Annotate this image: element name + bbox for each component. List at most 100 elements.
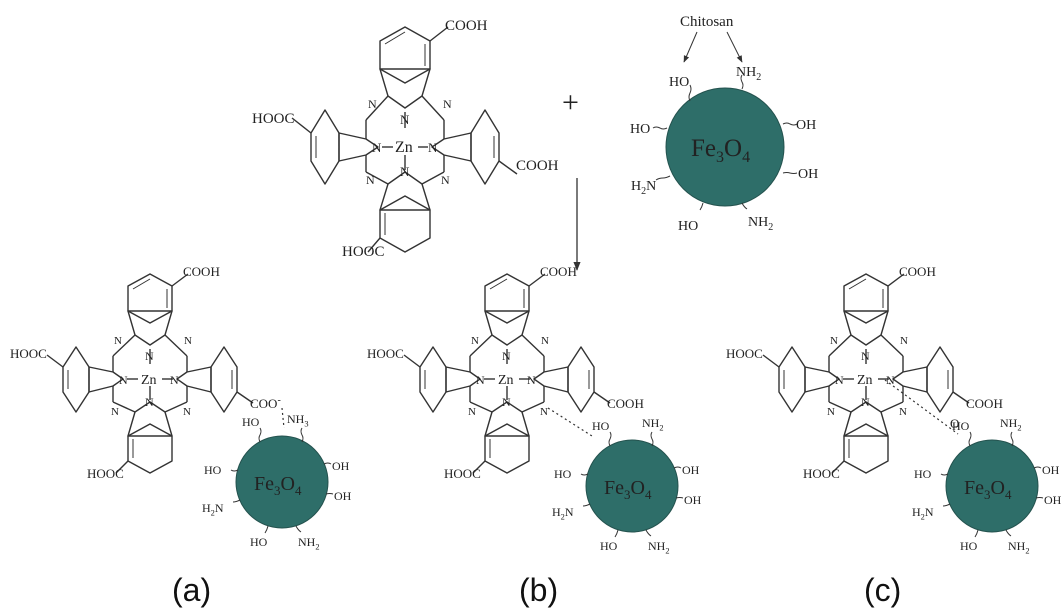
np-a-nh2-bottom: NH2	[298, 535, 320, 551]
plus-sign: +	[562, 86, 579, 119]
top-np-nh2-bottom: NH2	[748, 215, 773, 233]
top-pc-n-meso-br: N	[441, 173, 450, 187]
top-pc-pyrrole-bottom	[379, 171, 431, 211]
pc-b-cooh-top: COOH	[540, 264, 577, 279]
pc-b-n-cb: N	[502, 395, 511, 409]
pc-a-n-tl: N	[114, 335, 122, 347]
top-np-ho-top: HO	[669, 75, 689, 90]
pc-c-n-bl: N	[827, 406, 835, 418]
pc-c-n-tl: N	[830, 335, 838, 347]
pc-b-hooc-bottom: HOOC	[444, 466, 481, 481]
np-c-sphere	[945, 439, 1039, 533]
pc-b-n-tl: N	[471, 335, 479, 347]
pc-b-n-bl: N	[468, 406, 476, 418]
np-b-ho-bottom: HO	[600, 539, 618, 553]
pc-b-metal: Zn	[498, 373, 514, 388]
caption-b: (b)	[519, 572, 558, 608]
np-a-oh-right-lower: OH	[334, 489, 352, 503]
top-np-oh-right-lower: OH	[798, 167, 818, 182]
pc-a-metal: Zn	[141, 373, 157, 388]
top-fe3o4-sphere	[665, 87, 785, 207]
top-fe3o4-nanoparticle: Chitosan Fe3O4 HO NH2 HO OH H2N OH HO NH…	[630, 14, 818, 234]
chitosan-arrow-right	[726, 31, 743, 63]
pc-c-n-br: N	[899, 406, 907, 418]
top-pc-n-center-top: N	[400, 112, 410, 127]
np-b-nh2-bottom: NH2	[648, 539, 670, 555]
pc-a-cooh-top: COOH	[183, 264, 220, 279]
top-np-h2n-left: H2N	[631, 179, 656, 197]
pc-c-n-cb: N	[861, 395, 870, 409]
top-pc-pyrrole-right	[431, 132, 472, 162]
np-c-o-top: O	[950, 416, 959, 431]
pc-a-coo-minus: COO-	[250, 395, 281, 411]
top-pc-n-center-right: N	[428, 140, 438, 155]
pc-a-n-cb: N	[145, 395, 154, 409]
np-a-oh-right: OH	[332, 459, 350, 473]
pc-b-n-cl: N	[476, 373, 485, 387]
np-c-nh2-top: NH2	[1000, 416, 1022, 432]
pc-a-hooc-left: HOOC	[10, 346, 47, 361]
top-pc-pyrrole-left	[338, 132, 379, 162]
np-a-ho-top: HO	[242, 415, 260, 429]
np-c-nh2-bottom: NH2	[1008, 539, 1030, 555]
np-b-nh2-top: NH2	[642, 416, 664, 432]
np-c-oh-right-lower: OH	[1044, 493, 1062, 507]
pc-c-hooc-bottom: HOOC	[803, 466, 840, 481]
top-pc-cooh-bottom: HOOC	[342, 244, 385, 260]
top-fe3o4-label: Fe3O4	[691, 135, 750, 166]
top-pc-n-center-left: N	[372, 140, 382, 155]
top-pc-benzo-right	[470, 109, 518, 185]
caption-c: (c)	[864, 572, 901, 608]
pc-c-n-cl: N	[835, 373, 844, 387]
np-c-ho-top: HO	[952, 419, 970, 433]
np-b-ho-left: HO	[554, 467, 572, 481]
top-pc-cooh-top: COOH	[445, 18, 488, 34]
top-pc-benzo-top	[379, 26, 449, 84]
np-c-oh-right: OH	[1042, 463, 1060, 477]
np-b-oh-right-lower: OH	[684, 493, 702, 507]
pc-c-n-ct: N	[861, 349, 870, 363]
pc-b-n-ct: N	[502, 349, 511, 363]
pc-a-n-cr: N	[170, 373, 179, 387]
np-b-sphere	[585, 439, 679, 533]
np-b-label: Fe3O4	[604, 477, 652, 502]
pc-c-n-cr: N	[886, 373, 895, 387]
top-pc-benzo-left	[291, 109, 340, 185]
top-pc-cooh-left: HOOC	[252, 111, 295, 127]
top-np-nh2-top: NH2	[736, 65, 761, 83]
pc-c-hooc-left: HOOC	[726, 346, 763, 361]
pc-a-n-br: N	[183, 406, 191, 418]
pc-a-n-ct: N	[145, 349, 154, 363]
pc-b-n-cr: N	[527, 373, 536, 387]
np-a-label: Fe3O4	[254, 473, 302, 498]
caption-a: (a)	[172, 572, 211, 608]
pc-c-cooh-top: COOH	[899, 264, 936, 279]
np-a-ho-bottom: HO	[250, 535, 268, 549]
np-a-nh3: NH3	[287, 412, 309, 428]
top-np-ho-left: HO	[630, 122, 650, 137]
pc-a-n-cl: N	[119, 373, 128, 387]
pc-c-cooh-right: COOH	[966, 396, 1003, 411]
top-np-ho-bottom: HO	[678, 219, 698, 234]
top-np-oh-right: OH	[796, 118, 816, 133]
np-b-oh-right: OH	[682, 463, 700, 477]
np-a-sphere	[235, 435, 329, 529]
pc-b-n-tr: N	[541, 335, 549, 347]
np-a-ho-left: HO	[204, 463, 222, 477]
np-c-label: Fe3O4	[964, 477, 1012, 502]
top-pc-metal: Zn	[395, 139, 413, 156]
chitosan-arrow-left	[683, 31, 698, 63]
top-pc-n-meso-tr: N	[443, 97, 452, 111]
top-pc-pyrrole-top	[379, 68, 431, 109]
chitosan-label: Chitosan	[680, 14, 734, 30]
top-pc-n-meso-tl: N	[368, 97, 377, 111]
